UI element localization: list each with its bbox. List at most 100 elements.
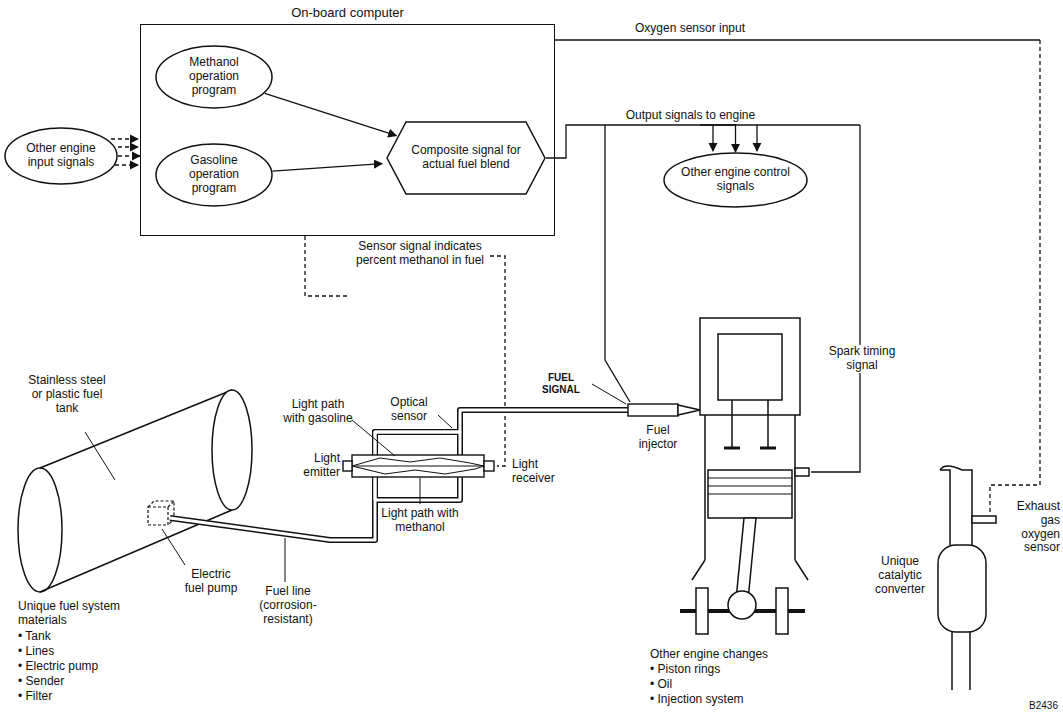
signal-name: Spark timing signal xyxy=(824,345,900,373)
input-signal-arrows xyxy=(111,138,138,139)
output-signal-lines xyxy=(756,125,757,151)
output-signal-lines xyxy=(712,125,713,151)
engine xyxy=(692,560,705,580)
engine xyxy=(776,588,788,634)
engine xyxy=(718,334,782,400)
node-text-wrap: Other engine control signals xyxy=(679,166,792,194)
part-name: Exhaust gas oxygen sensor xyxy=(1011,500,1060,555)
fuel-tank xyxy=(18,468,62,592)
figure-number: B2436 xyxy=(1008,700,1058,712)
fuel-line xyxy=(170,410,628,540)
signal-connector xyxy=(546,125,736,158)
signal-connector xyxy=(265,93,397,135)
note-item: • Piston rings xyxy=(650,663,820,677)
signal-ellipse: Other engine control signals xyxy=(663,152,808,208)
valves xyxy=(767,400,769,448)
engine xyxy=(696,588,708,634)
note-heading: Unique fuel system materials xyxy=(18,600,148,628)
fuel-tank xyxy=(18,390,252,592)
part-name: Fuel injector xyxy=(628,424,688,452)
ellipse-outline xyxy=(156,144,272,206)
engine xyxy=(728,591,756,619)
engine xyxy=(795,560,808,580)
signal-connector xyxy=(118,155,140,156)
catalytic-converter xyxy=(940,470,972,545)
piston-rings xyxy=(708,478,792,494)
signal-name: FUEL SIGNAL xyxy=(530,372,592,395)
oxygen-sensor xyxy=(972,516,996,523)
input-signal-arrows xyxy=(115,164,138,165)
catalytic-converter xyxy=(940,466,962,470)
signal-name: Sensor signal indicates percent methanol… xyxy=(355,240,485,268)
connecting-rod xyxy=(736,518,756,600)
ellipse-outline xyxy=(5,128,117,184)
node-text-wrap: Composite signal for actual fuel blend xyxy=(408,144,523,172)
part-name: Stainless steel or plastic fuel tank xyxy=(22,374,112,415)
part-name: Unique catalytic converter xyxy=(864,555,936,596)
fuel-injector xyxy=(628,404,678,416)
sensor-signal-line xyxy=(305,236,350,296)
node-label: Other engine input signals xyxy=(17,142,106,170)
leader-lines xyxy=(162,529,185,565)
node-label: Methanol operation program xyxy=(168,56,260,97)
leader-lines xyxy=(285,538,286,582)
leader-lines xyxy=(85,384,626,582)
fuel-injector xyxy=(628,404,700,416)
note-item: • Electric pump xyxy=(18,660,168,674)
piston-rings xyxy=(708,478,792,479)
part-name: Electric fuel pump xyxy=(180,568,242,596)
light-rays xyxy=(352,466,484,467)
light-rays xyxy=(352,466,484,474)
fuel-injector xyxy=(678,405,700,415)
leader-lines xyxy=(352,420,395,456)
node-text-area: Other engine control signals xyxy=(679,152,792,208)
engine xyxy=(680,318,809,634)
catalytic-converter xyxy=(938,466,996,690)
output-signal-lines xyxy=(605,125,860,472)
engine xyxy=(704,415,706,560)
box-heading: On-board computer xyxy=(141,5,554,20)
signal-ellipse: Other engine input signals xyxy=(4,127,118,185)
node-label: Composite signal for actual fuel blend xyxy=(408,144,523,172)
note-item: • Lines xyxy=(18,645,168,659)
oxygen-signal-line xyxy=(555,40,1040,514)
program-ellipse: Methanol operation program xyxy=(155,45,273,109)
piston xyxy=(708,470,792,518)
ellipse-outline xyxy=(156,46,272,108)
node-text-area: Methanol operation program xyxy=(168,45,260,109)
piston-rings xyxy=(708,486,792,487)
fuel-pump xyxy=(168,501,174,507)
part-name: Optical sensor xyxy=(378,396,440,424)
ellipse-outline xyxy=(664,153,807,207)
light-rays xyxy=(352,458,484,466)
fuel-line xyxy=(170,410,628,540)
spark-plug xyxy=(795,468,809,476)
oxygen-signal-line xyxy=(555,39,1040,40)
oxygen-signal-line xyxy=(990,40,1040,514)
optical-sensor xyxy=(484,461,494,471)
edge-label: Output signals to engine xyxy=(624,109,757,123)
optical-sensor xyxy=(352,455,484,477)
node-text-wrap: Other engine input signals xyxy=(17,142,106,170)
output-signal-lines xyxy=(605,125,630,402)
fuel-pump xyxy=(148,501,174,525)
fuel-line xyxy=(170,410,628,540)
fuel-pump xyxy=(148,507,168,525)
fuel-tank xyxy=(212,390,252,510)
node-text-area: Composite signal for actual fuel blend xyxy=(408,121,523,195)
composite-hexagon: Composite signal for actual fuel blend xyxy=(386,121,546,195)
fuel-pump xyxy=(148,501,174,525)
leader-lines xyxy=(592,384,626,404)
input-signal-arrows xyxy=(118,146,138,147)
program-ellipse: Gasoline operation program xyxy=(155,143,273,207)
signal-name: Oxygen sensor input xyxy=(615,22,765,36)
piston-rings xyxy=(708,494,792,495)
engine xyxy=(794,415,796,560)
note-heading: Other engine changes xyxy=(650,648,820,662)
node-text-wrap: Methanol operation program xyxy=(168,56,260,97)
engine xyxy=(700,318,800,415)
